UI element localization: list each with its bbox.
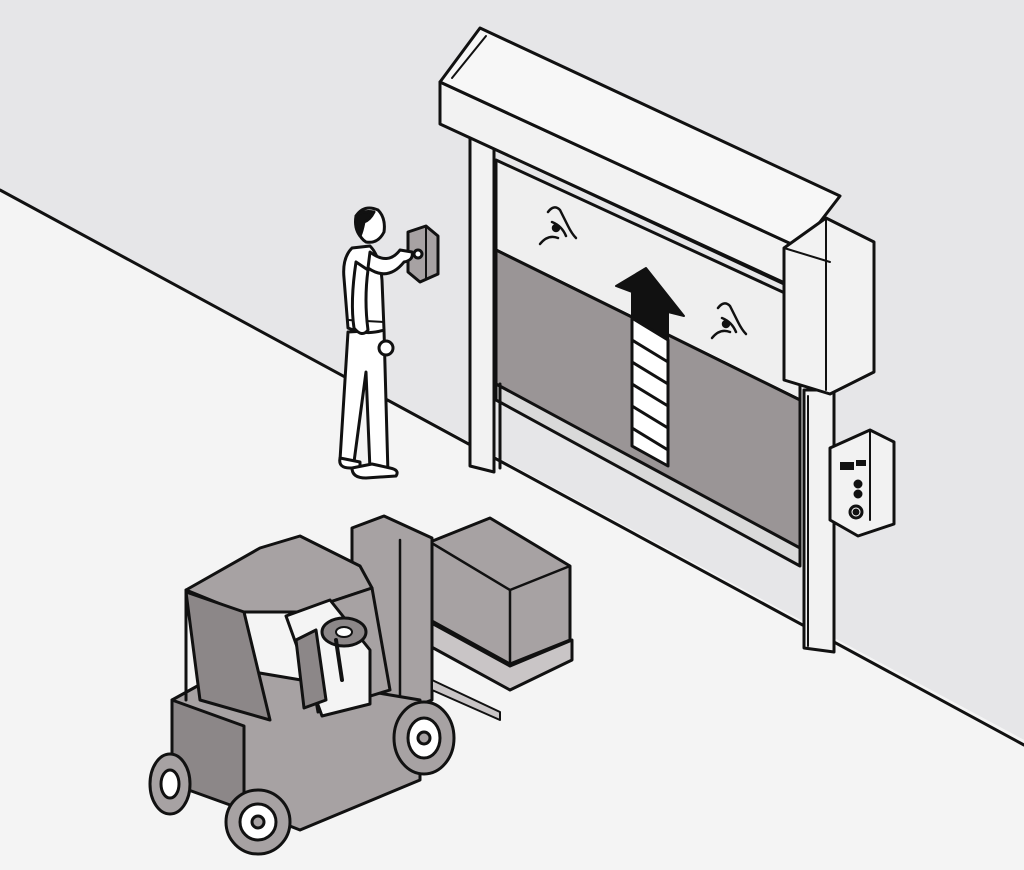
front-right-wheel-icon xyxy=(392,700,456,776)
up-arrow-icon xyxy=(615,267,685,468)
housing-end-cap xyxy=(782,216,876,396)
curtain-bottom-bar xyxy=(494,382,802,568)
roll-housing xyxy=(438,26,876,396)
right-door-post xyxy=(802,388,836,654)
housing-top xyxy=(438,26,842,250)
person-operator xyxy=(338,206,414,480)
bird-logo-icon xyxy=(710,302,748,340)
left-door-post xyxy=(468,116,502,474)
rear-wheel-icon xyxy=(148,752,192,816)
wall-switch-icon xyxy=(406,224,440,284)
front-left-wheel-icon xyxy=(224,788,292,856)
forklift xyxy=(148,514,574,856)
forklift-overhead-guard xyxy=(184,534,374,614)
wall-floor-edge xyxy=(0,188,1024,747)
control-box-icon xyxy=(828,428,896,538)
bird-logo-icon xyxy=(538,206,578,246)
